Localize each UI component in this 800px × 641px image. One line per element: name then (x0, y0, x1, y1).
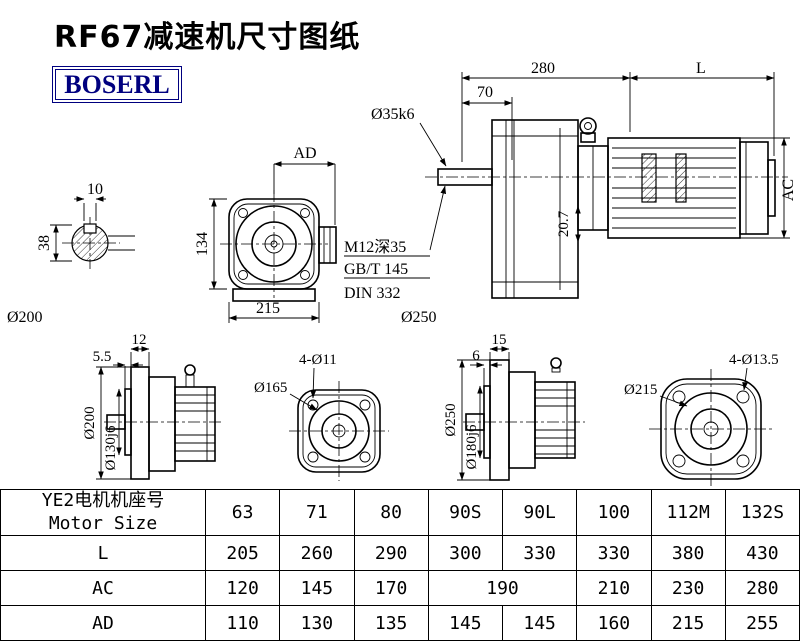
table-cell: 230 (650, 570, 726, 606)
dim-AD-label: AD (293, 145, 316, 162)
motor-size-column-header: 80 (353, 489, 429, 536)
side-view-drawing: 280 L 70 Ø35k6 AC 20.7 M12深35 GB/T 145 D… (344, 60, 797, 326)
standard-note: GB/T 145 (344, 261, 408, 278)
table-cell: 290 (353, 535, 429, 571)
table-cell: 145 (501, 605, 578, 641)
dim-20-7-label: 20.7 (556, 210, 572, 237)
table-cell: 280 (724, 570, 800, 606)
dim-spigot-dia-label: Ø130j6 (103, 425, 119, 471)
boserl-logo: BOSERL (52, 66, 182, 103)
din-note: DIN 332 (344, 285, 400, 302)
table-cell: 190 (427, 570, 578, 606)
dim-134-label: 134 (194, 232, 211, 256)
table-cell: 300 (427, 535, 504, 571)
bolt-holes-label: 4-Ø11 (299, 352, 337, 368)
table-cell: 215 (650, 605, 726, 641)
header-cn: YE2电机机座号 (41, 490, 165, 511)
table-cell: 210 (576, 570, 652, 606)
table-cell: 145 (427, 605, 504, 641)
row-label: AD (0, 605, 206, 641)
table-cell: 260 (279, 535, 355, 571)
flange-dia-200-label: Ø200 (7, 309, 43, 326)
large-flange-front-drawing: 4-Ø13.5 Ø215 (624, 352, 779, 487)
table-cell: 170 (353, 570, 429, 606)
table-cell: 110 (204, 605, 281, 641)
front-view-drawing: AD 134 215 (194, 145, 337, 323)
table-row-L: L 205 260 290 300 330 330 380 430 (0, 535, 800, 571)
bolt-holes-label: 4-Ø13.5 (729, 352, 779, 368)
motor-size-column-header: 71 (279, 489, 355, 536)
motor-size-column-header: 90S (427, 489, 504, 536)
small-flange-side-drawing: 12 5.5 Ø200 Ø130j6 (82, 332, 224, 480)
motor-size-column-header: 112M (650, 489, 726, 536)
table-cell: 130 (279, 605, 355, 641)
dim-6-label: 6 (472, 348, 480, 364)
dim-spigot-dia-label: Ø180j6 (464, 424, 480, 470)
shaft-dia-label: Ø35k6 (371, 106, 415, 123)
row-label: AC (0, 570, 206, 606)
dim-280-label: 280 (531, 60, 555, 77)
table-cell: 330 (501, 535, 578, 571)
dim-flange-dia-label: Ø250 (443, 403, 459, 436)
technical-drawing: 280 L 70 Ø35k6 AC 20.7 M12深35 GB/T 145 D… (7, 60, 797, 487)
table-cell: 120 (204, 570, 281, 606)
motor-dimension-table: YE2电机机座号 Motor Size 63 71 80 90S 90L 100… (0, 489, 800, 641)
small-flange-front-drawing: 4-Ø11 Ø165 (254, 352, 389, 481)
table-cell: 205 (204, 535, 281, 571)
table-cell: 380 (650, 535, 726, 571)
flange-dia-250-label: Ø250 (401, 309, 437, 326)
table-cell: 430 (724, 535, 800, 571)
table-cell: 145 (279, 570, 355, 606)
bolt-circle-label: Ø165 (254, 380, 287, 396)
dim-12-label: 12 (132, 332, 147, 348)
motor-size-column-header: 90L (501, 489, 578, 536)
header-en: Motor Size (48, 512, 158, 534)
row-label: L (0, 535, 206, 571)
dim-5-5-label: 5.5 (93, 349, 112, 365)
table-row-AC: AC 120 145 170 190 210 230 280 (0, 570, 800, 606)
shaft-section-drawing: 10 38 Ø200 (7, 181, 135, 326)
dim-70-label: 70 (477, 84, 493, 101)
motor-size-column-header: 100 (576, 489, 652, 536)
table-header-row: YE2电机机座号 Motor Size 63 71 80 90S 90L 100… (0, 489, 800, 536)
dim-L-label: L (696, 60, 706, 77)
page-title: RF67减速机尺寸图纸 (54, 20, 361, 55)
motor-size-column-header: 132S (724, 489, 800, 536)
motor-size-header: YE2电机机座号 Motor Size (0, 489, 206, 536)
dim-flange-dia-label: Ø200 (82, 406, 98, 439)
dim-AC-label: AC (780, 179, 797, 201)
table-row-AD: AD 110 130 135 145 145 160 215 255 (0, 605, 800, 641)
table-cell: 255 (724, 605, 800, 641)
dim-10-label: 10 (87, 181, 103, 198)
motor-size-column-header: 63 (204, 489, 281, 536)
thread-note: M12深35 (344, 238, 406, 256)
bolt-circle-label: Ø215 (624, 382, 657, 398)
table-cell: 160 (576, 605, 652, 641)
table-cell: 135 (353, 605, 429, 641)
dim-15-label: 15 (492, 332, 507, 348)
table-cell: 330 (576, 535, 652, 571)
large-flange-side-drawing: 15 6 Ø250 Ø180j6 (443, 332, 585, 481)
dim-215-label: 215 (256, 300, 280, 317)
dim-38-label: 38 (36, 235, 53, 251)
